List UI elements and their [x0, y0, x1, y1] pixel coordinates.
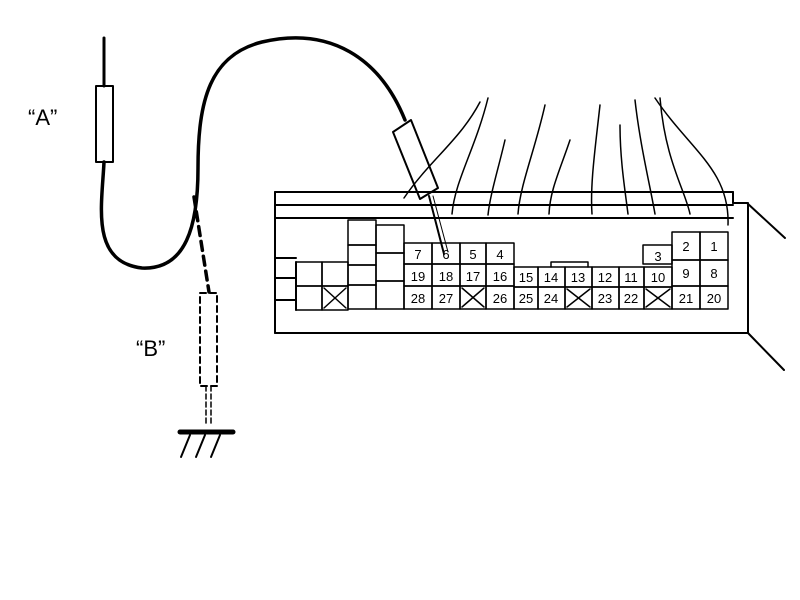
pin-label: 22 — [624, 291, 638, 306]
pin-label: 27 — [439, 291, 453, 306]
pin-label: 13 — [571, 270, 585, 285]
pin-label: 7 — [414, 247, 421, 262]
pin-label: 16 — [493, 269, 507, 284]
pin-label: 23 — [598, 291, 612, 306]
probe-a-label: “A” — [28, 105, 58, 130]
probe-a-body — [95, 85, 114, 163]
pin-label: 24 — [544, 291, 558, 306]
pin-label: 14 — [544, 270, 558, 285]
pin-label: 12 — [598, 270, 612, 285]
ground-lead-dashed — [192, 195, 211, 294]
pin-number-labels: 7 6 5 4 3 2 1 19 18 17 16 15 14 13 12 11… — [411, 239, 721, 306]
connector-cavity-grid — [295, 219, 405, 311]
test-lead-wire — [99, 36, 407, 270]
back-probe-handle — [392, 119, 439, 200]
pin-label: 19 — [411, 269, 425, 284]
pin-label: 8 — [710, 266, 717, 281]
ground-icon — [177, 429, 236, 458]
pin-label: 2 — [682, 239, 689, 254]
pin-label: 26 — [493, 291, 507, 306]
probe-b-label: “B” — [136, 336, 166, 361]
pin-label: 3 — [654, 249, 661, 264]
ecu-connector-housing — [274, 191, 786, 371]
pin-cavities — [403, 231, 729, 310]
pin-label: 15 — [519, 270, 533, 285]
pin-label: 4 — [496, 247, 503, 262]
back-probe — [392, 119, 449, 255]
probe-b-body — [199, 292, 218, 387]
probe-b — [199, 292, 218, 426]
pin-label: 11 — [624, 270, 638, 285]
pin-label: 17 — [466, 269, 480, 284]
pin-label: 6 — [442, 247, 449, 262]
pin-label: 21 — [679, 291, 693, 306]
probe-a — [95, 36, 114, 163]
pin-label: 25 — [519, 291, 533, 306]
pin-label: 5 — [469, 247, 476, 262]
pin-label: 9 — [682, 266, 689, 281]
pin-label: 18 — [439, 269, 453, 284]
pin-label: 1 — [710, 239, 717, 254]
pin-label: 28 — [411, 291, 425, 306]
pin-label: 20 — [707, 291, 721, 306]
pin-label: 10 — [651, 270, 665, 285]
